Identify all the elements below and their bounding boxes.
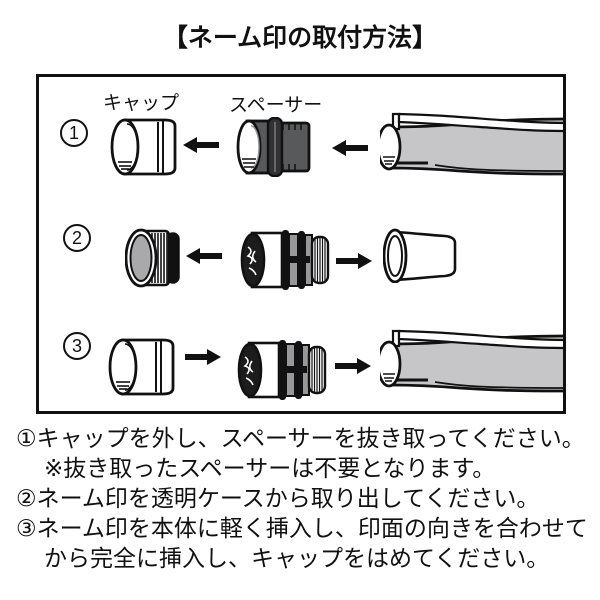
arrow-right-icon	[335, 358, 371, 374]
spacer-illustration	[236, 117, 311, 177]
instruction-line-2: ※抜き取ったスペーサーは不要となります。	[44, 455, 496, 481]
cap-illustration-row3	[108, 338, 175, 396]
instructions-block: ①キャップを外し、スペーサーを抜き取ってください。 ※抜き取ったスペーサーは不要…	[16, 423, 600, 573]
cap-label: キャップ	[103, 93, 180, 114]
step-1-badge: 1	[60, 119, 88, 147]
spacer-label: スペーサー	[229, 95, 323, 116]
arrow-right-icon	[336, 253, 372, 269]
cap-illustration-row1	[110, 118, 177, 176]
step-3-badge: 3	[63, 332, 91, 360]
instruction-line-1: ①キャップを外し、スペーサーを抜き取ってください。	[16, 425, 585, 451]
page-title: 【ネーム印の取付方法】	[162, 24, 438, 52]
step-1-number: 1	[68, 123, 79, 143]
pen-body-illustration-row1	[380, 112, 563, 176]
instruction-line-4: ③ネーム印を本体に軽く挿入し、印面の向きを合わせて	[16, 515, 588, 541]
pen-body-illustration-row3	[380, 329, 563, 393]
diagram-box: キャップ スペーサー 1	[36, 74, 566, 414]
arrow-left-icon	[183, 137, 219, 153]
knurled-cap-illustration	[125, 228, 180, 288]
clear-case-illustration	[383, 228, 457, 283]
step-2-number: 2	[71, 228, 82, 248]
step-2-badge: 2	[63, 224, 91, 252]
instruction-line-3: ②ネーム印を透明ケースから取り出してください。	[16, 485, 540, 511]
step-3-number: 3	[71, 336, 82, 356]
name-stamp-illustration-row2	[240, 230, 330, 290]
name-stamp-illustration-row3	[237, 340, 327, 400]
arrow-left-icon	[332, 140, 368, 156]
arrow-left-icon	[186, 248, 222, 264]
instruction-line-5: から完全に挿入し、キャップをはめてください。	[44, 545, 550, 571]
arrow-right-icon	[185, 349, 221, 365]
